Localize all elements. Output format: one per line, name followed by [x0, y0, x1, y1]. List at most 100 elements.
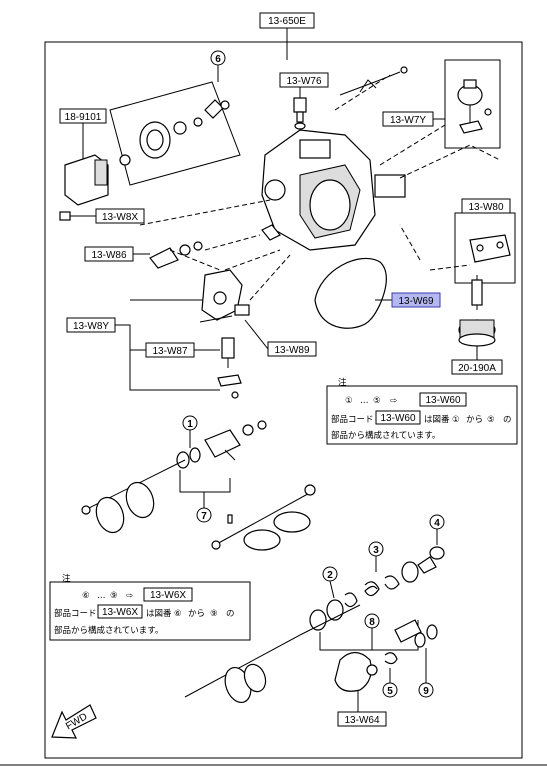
svg-text:13-W69: 13-W69 — [398, 296, 433, 307]
svg-text:13-W6X: 13-W6X — [102, 607, 138, 618]
label-13-w69[interactable]: 13-W69 — [391, 292, 441, 308]
callout-8: 8 — [364, 613, 380, 629]
svg-text:13-W89: 13-W89 — [274, 345, 309, 356]
svg-text:⑨: ⑨ — [110, 591, 118, 601]
air-valve-part — [293, 97, 307, 130]
callout-2: 2 — [322, 566, 338, 582]
svg-text:⑤: ⑤ — [487, 415, 495, 425]
spring-part — [221, 337, 235, 368]
w80-frame — [454, 212, 516, 284]
svg-text:⇨: ⇨ — [126, 591, 133, 601]
svg-text:部品から構成されています。: 部品から構成されています。 — [54, 625, 163, 636]
svg-text:13-W8Y: 13-W8Y — [73, 321, 109, 332]
svg-text:…: … — [360, 396, 369, 406]
group-6-frame — [109, 81, 241, 186]
svg-text:は図番: は図番 — [146, 608, 172, 619]
svg-text:⇨: ⇨ — [390, 396, 397, 406]
shaft-lever-parts — [176, 420, 267, 469]
label-13-w80[interactable]: 13-W80 — [461, 198, 511, 214]
svg-text:の: の — [503, 415, 512, 425]
nut-part — [429, 546, 445, 560]
svg-text:13-W6X: 13-W6X — [150, 590, 186, 601]
label-20-190a[interactable]: 20-190A — [451, 359, 503, 375]
svg-text:13-W64: 13-W64 — [344, 715, 379, 726]
w7y-frame — [444, 59, 501, 149]
callout-7: 7 — [196, 507, 212, 523]
throttle-shaft-1 — [81, 459, 186, 534]
svg-text:3: 3 — [373, 545, 379, 556]
svg-text:部品コード: 部品コード — [54, 608, 97, 619]
svg-text:13-W87: 13-W87 — [152, 346, 187, 357]
svg-text:13-W76: 13-W76 — [286, 76, 321, 87]
fwd-arrow-icon: FWD — [51, 704, 97, 739]
idle-screw-part — [199, 269, 250, 323]
note-2: 注 ⑥ … ⑨ ⇨ 13-W6X 部品コード 13-W6X は図番 ⑥ から ⑨… — [49, 573, 251, 641]
svg-text:8: 8 — [369, 617, 375, 628]
svg-text:20-190A: 20-190A — [458, 363, 496, 374]
svg-text:部品コード: 部品コード — [331, 414, 374, 425]
svg-text:⑤: ⑤ — [373, 396, 381, 406]
svg-text:2: 2 — [327, 570, 333, 581]
label-18-9101[interactable]: 18-9101 — [59, 108, 107, 124]
callout-5: 5 — [382, 682, 398, 698]
return-spring-parts — [309, 556, 437, 631]
label-13-w8y[interactable]: 13-W8Y — [66, 317, 116, 333]
svg-text:注: 注 — [338, 377, 347, 388]
cam-part — [334, 651, 398, 692]
svg-text:13-W60: 13-W60 — [380, 413, 415, 424]
svg-text:18-9101: 18-9101 — [65, 112, 102, 123]
sensor-parts — [119, 99, 230, 166]
callout-3: 3 — [368, 541, 384, 557]
label-13-w64[interactable]: 13-W64 — [337, 711, 387, 727]
svg-text:7: 7 — [201, 511, 207, 522]
svg-text:⑥: ⑥ — [82, 591, 90, 601]
label-13-w87[interactable]: 13-W87 — [145, 342, 195, 358]
label-13-w89[interactable]: 13-W89 — [267, 341, 317, 357]
svg-text:FWD: FWD — [64, 711, 89, 732]
svg-text:から: から — [466, 415, 483, 425]
note-1: 注 ① … ⑤ ⇨ 13-W60 部品コード 13-W60 は図番 ① から ⑤… — [326, 377, 518, 445]
svg-text:13-W7Y: 13-W7Y — [390, 115, 426, 126]
throttle-position-sensor — [64, 154, 109, 206]
svg-text:から: から — [188, 609, 205, 619]
svg-text:13-W60: 13-W60 — [425, 395, 460, 406]
svg-text:…: … — [97, 591, 106, 601]
callout-4: 4 — [429, 514, 445, 530]
callout-9: 9 — [418, 682, 434, 698]
idle-valve-part — [458, 275, 496, 347]
label-13-w7y[interactable]: 13-W7Y — [382, 111, 434, 127]
svg-text:13-W80: 13-W80 — [468, 202, 503, 213]
clip-part — [217, 374, 242, 399]
screw-part — [59, 211, 96, 221]
svg-text:⑨: ⑨ — [210, 609, 218, 619]
svg-text:1: 1 — [187, 419, 193, 430]
svg-text:6: 6 — [215, 54, 221, 65]
svg-text:13-W8X: 13-W8X — [102, 212, 138, 223]
throttle-shaft-2 — [211, 484, 316, 551]
callout-6-top: 6 — [210, 50, 226, 66]
gasket-13-w69 — [314, 257, 387, 329]
svg-text:5: 5 — [387, 686, 393, 697]
svg-text:部品から構成されています。: 部品から構成されています。 — [331, 430, 440, 441]
svg-text:①: ① — [345, 396, 353, 406]
label-13-w76[interactable]: 13-W76 — [279, 72, 329, 88]
svg-text:13-W86: 13-W86 — [91, 250, 126, 261]
throttle-body — [261, 129, 406, 251]
svg-text:⑥: ⑥ — [174, 609, 182, 619]
svg-text:4: 4 — [434, 518, 440, 529]
diagram-frame — [44, 41, 523, 759]
throttle-shaft-3 — [184, 604, 361, 704]
vacuum-actuator — [457, 79, 492, 134]
label-13-w8x[interactable]: 13-W8X — [95, 208, 145, 224]
svg-text:の: の — [226, 609, 235, 619]
svg-text:13-650E: 13-650E — [268, 16, 306, 27]
svg-text:注: 注 — [62, 573, 71, 584]
svg-text:①: ① — [452, 415, 460, 425]
svg-text:9: 9 — [423, 686, 429, 697]
label-13-w86[interactable]: 13-W86 — [84, 246, 134, 262]
lever-part — [149, 241, 203, 269]
bracket-part — [469, 234, 511, 263]
svg-text:は図番: は図番 — [424, 414, 450, 425]
label-main-code[interactable]: 13-650E — [259, 12, 315, 29]
